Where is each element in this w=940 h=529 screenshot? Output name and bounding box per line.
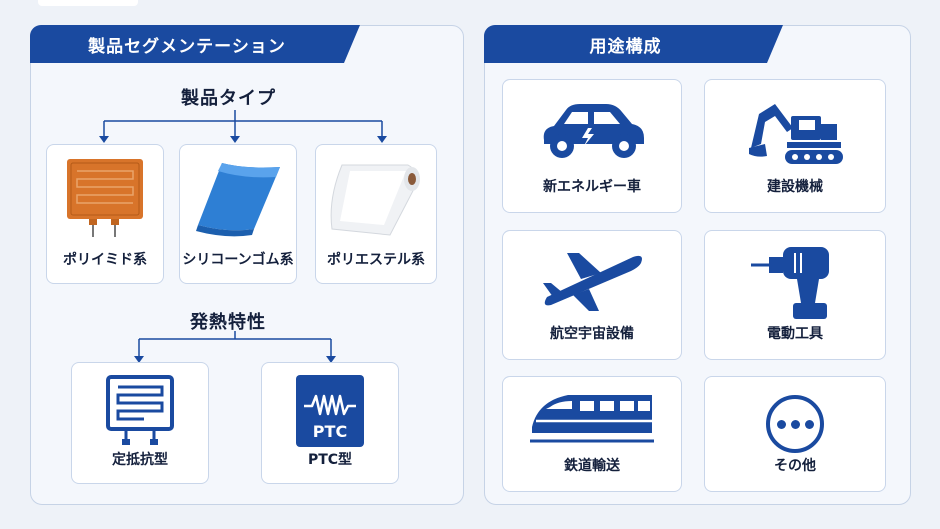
heating-label: PTC型 xyxy=(307,452,353,468)
top-edge-tab xyxy=(38,0,138,6)
product-label: ポリイミド系 xyxy=(63,252,147,268)
heating-card-fixed-resistance[interactable]: 定抵抗型 xyxy=(71,362,209,484)
heating-title: 発熱特性 xyxy=(190,312,266,333)
product-label: ポリエステル系 xyxy=(327,252,425,268)
application-label: 航空宇宙設備 xyxy=(550,326,634,342)
product-type-connector xyxy=(99,110,387,363)
silicone-sheet-icon xyxy=(196,163,280,237)
application-card-railway[interactable]: 鉄道輸送 xyxy=(502,376,682,492)
application-card-nev[interactable]: 新エネルギー車 xyxy=(502,79,682,213)
product-type-title: 製品タイプ xyxy=(181,88,276,109)
power-drill-icon xyxy=(751,247,829,319)
applications-title: 用途構成 xyxy=(484,25,783,63)
application-card-others[interactable]: その他 xyxy=(704,376,886,492)
application-card-aerospace[interactable]: 航空宇宙設備 xyxy=(502,230,682,360)
ptc-icon: PTC xyxy=(296,375,364,447)
resistor-circuit-icon xyxy=(106,375,174,445)
application-card-construction[interactable]: 建設機械 xyxy=(704,79,886,213)
ptc-badge: PTC xyxy=(312,422,348,441)
excavator-icon xyxy=(749,104,843,164)
application-label: 新エネルギー車 xyxy=(543,179,641,195)
heating-card-ptc[interactable]: PTC PTC型 xyxy=(261,362,399,484)
applications-panel: 用途構成 新エネルギー車 建設機械 xyxy=(484,25,911,505)
application-label: その他 xyxy=(774,458,816,474)
polyimide-heater-icon xyxy=(67,159,143,237)
application-card-power-tools[interactable]: 電動工具 xyxy=(704,230,886,360)
application-label: 電動工具 xyxy=(767,326,823,342)
wave-icon xyxy=(304,394,356,416)
segmentation-title: 製品セグメンテーション xyxy=(30,25,360,63)
electric-car-icon xyxy=(543,104,644,158)
product-card-silicone[interactable]: シリコーンゴム系 xyxy=(179,144,297,284)
heating-label: 定抵抗型 xyxy=(112,452,168,468)
product-label: シリコーンゴム系 xyxy=(182,252,294,268)
train-icon xyxy=(530,395,654,443)
product-card-polyimide[interactable]: ポリイミド系 xyxy=(46,144,164,284)
airplane-icon xyxy=(543,253,642,311)
more-dots-icon xyxy=(766,395,824,453)
polyester-film-roll-icon xyxy=(330,164,420,236)
product-card-polyester[interactable]: ポリエステル系 xyxy=(315,144,437,284)
application-label: 建設機械 xyxy=(767,179,823,195)
application-label: 鉄道輸送 xyxy=(564,458,620,474)
segmentation-panel: 製品セグメンテーション 製品タイプ xyxy=(30,25,464,505)
